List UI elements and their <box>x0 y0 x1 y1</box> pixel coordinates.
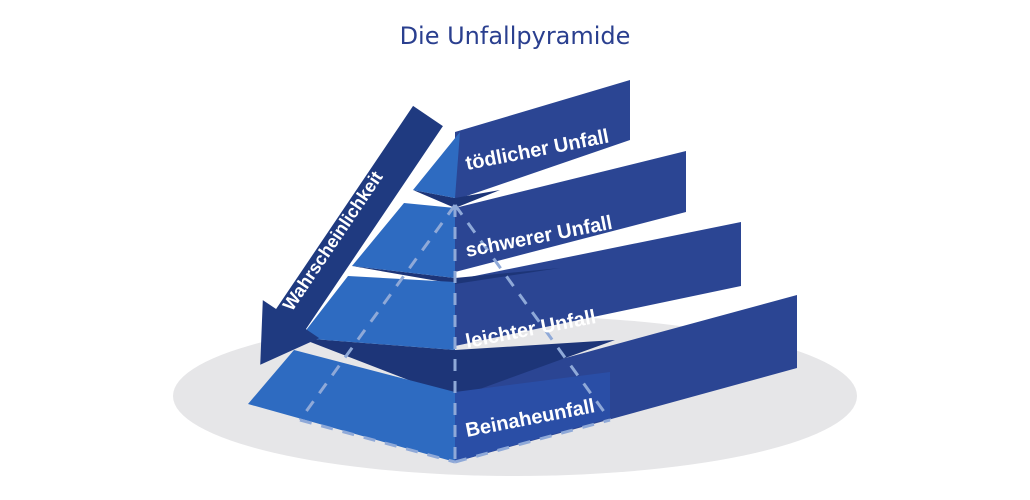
pyramid-tier-4-right <box>455 372 610 462</box>
diagram-title: Die Unfallpyramide <box>399 22 631 50</box>
pyramid-tier-1-face <box>413 132 460 198</box>
pyramid-tier-2-face <box>352 203 455 278</box>
arrow-shaft-and-head <box>260 105 443 365</box>
banner-level-3 <box>455 222 741 346</box>
banner-level-1 <box>455 80 630 200</box>
probability-arrow <box>260 105 443 365</box>
pyramid-band-1 <box>413 190 500 208</box>
pyramid-tier-4-face <box>248 350 455 462</box>
pyramid-dashed-outline <box>298 204 612 464</box>
pyramid-band-3 <box>300 338 615 398</box>
banner-level-2 <box>455 151 686 272</box>
